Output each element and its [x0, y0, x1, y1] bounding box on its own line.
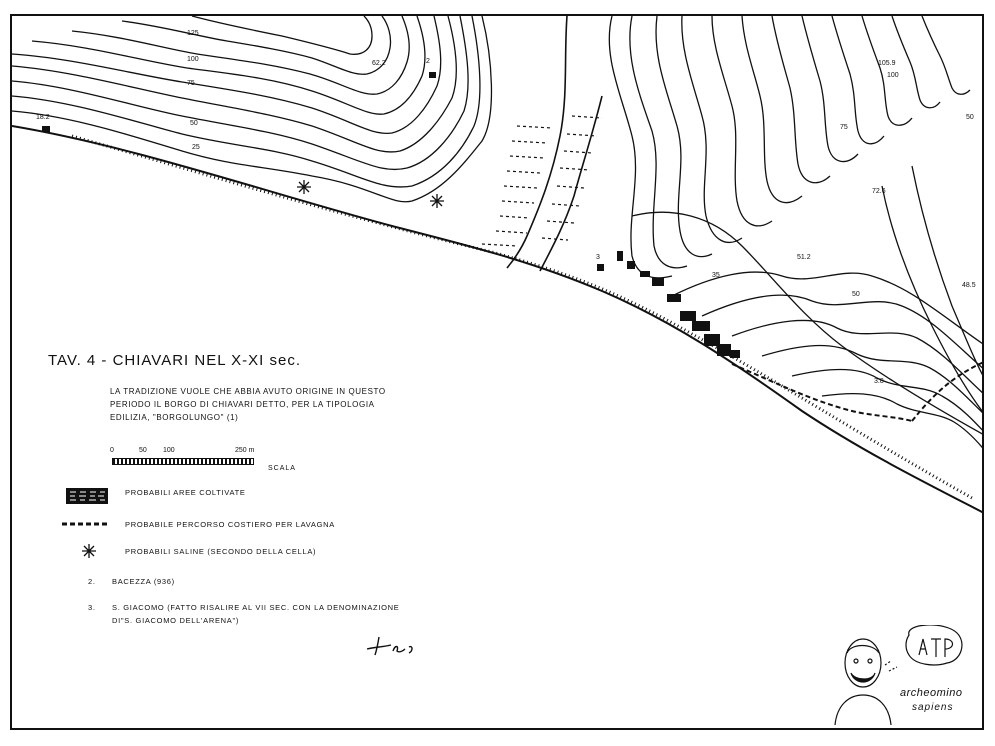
- scale-tick: 100: [163, 447, 175, 454]
- scale-bar: 0 50 100 250 m SCALA: [108, 447, 308, 477]
- beach-stipple: [71, 134, 973, 500]
- elevation-label: 62.2: [372, 60, 386, 67]
- elevation-label: 25: [192, 144, 200, 151]
- description-line: PERIODO IL BORGO DI CHIAVARI DETTO, PER …: [110, 400, 375, 409]
- note-text: DI"S. GIACOMO DELL'ARENA"): [112, 616, 240, 625]
- description-line: LA TRADIZIONE VUOLE CHE ABBIA AVUTO ORIG…: [110, 387, 386, 396]
- place-number: 2: [426, 58, 430, 65]
- coastline: [12, 125, 982, 514]
- scale-tick: 0: [110, 447, 114, 454]
- salt-pans-icon: [82, 544, 96, 558]
- coastal-path-inland: [911, 361, 982, 422]
- elevation-label: 50: [966, 114, 974, 121]
- note-number: 2.: [88, 577, 96, 586]
- legend-text: PROBABILI SALINE (SECONDO DELLA CELLA): [125, 547, 317, 556]
- author-signature: [366, 636, 413, 656]
- elevation-label: 100: [187, 56, 199, 63]
- elevation-label: 125: [187, 30, 199, 37]
- scale-bar-graphic: [112, 458, 254, 465]
- scale-tick: 50: [139, 447, 147, 454]
- river-valley: [481, 16, 603, 272]
- topographic-map: [12, 16, 982, 514]
- left-hill-contours: [12, 16, 493, 203]
- archeomino-sapiens-logo: [834, 625, 963, 725]
- elevation-label: 51.2: [797, 254, 811, 261]
- map-title: TAV. 4 - CHIAVARI NEL X-XI sec.: [48, 352, 302, 369]
- elevation-label: 35: [712, 272, 720, 279]
- scale-tick: 250 m: [235, 447, 255, 454]
- legend-text: PROBABILE PERCORSO COSTIERO PER LAVAGNA: [125, 520, 335, 529]
- elevation-label: 72.6: [872, 188, 886, 195]
- map-frame: 125 100 75 50 25 18.2 62.2 105.9 100 50 …: [10, 14, 984, 730]
- cultivated-areas-icon: [66, 488, 108, 504]
- logo-name-line2: sapiens: [912, 702, 954, 713]
- elevation-label: 50: [852, 291, 860, 298]
- elevation-label: 75: [187, 80, 195, 87]
- coastal-path: [731, 363, 913, 422]
- elevation-label: 105.9: [878, 60, 896, 67]
- elevation-label: 48.5: [962, 282, 976, 289]
- place-number: 3: [596, 254, 600, 261]
- scale-label: SCALA: [268, 465, 296, 472]
- note-text: S. GIACOMO (FATTO RISALIRE AL VII SEC. C…: [112, 603, 400, 612]
- legend-item: PROBABILE PERCORSO COSTIERO PER LAVAGNA: [60, 518, 334, 532]
- elevation-label: 3.8: [874, 378, 884, 385]
- right-hill-contours: [608, 16, 982, 449]
- coastal-path-icon: [62, 522, 108, 526]
- elevation-label: 18.2: [36, 114, 50, 121]
- elevation-label: 75: [840, 124, 848, 131]
- legend-text: PROBABILI AREE COLTIVATE: [125, 488, 246, 497]
- town-blocks: [42, 72, 740, 358]
- logo-name-line1: archeomino: [900, 687, 963, 699]
- legend-item: PROBABILI SALINE (SECONDO DELLA CELLA): [60, 543, 316, 561]
- map-description: LA TRADIZIONE VUOLE CHE ABBIA AVUTO ORIG…: [110, 385, 410, 424]
- legend-item: PROBABILI AREE COLTIVATE: [60, 486, 245, 508]
- note-number: 3.: [88, 603, 96, 612]
- salt-pans: [297, 180, 444, 208]
- elevation-label: 100: [887, 72, 899, 79]
- elevation-label: 50: [190, 120, 198, 127]
- description-line: EDILIZIA, "BORGOLUNGO" (1): [110, 413, 239, 422]
- note-text: BACEZZA (936): [112, 577, 175, 586]
- marsh-hatching: [481, 115, 603, 247]
